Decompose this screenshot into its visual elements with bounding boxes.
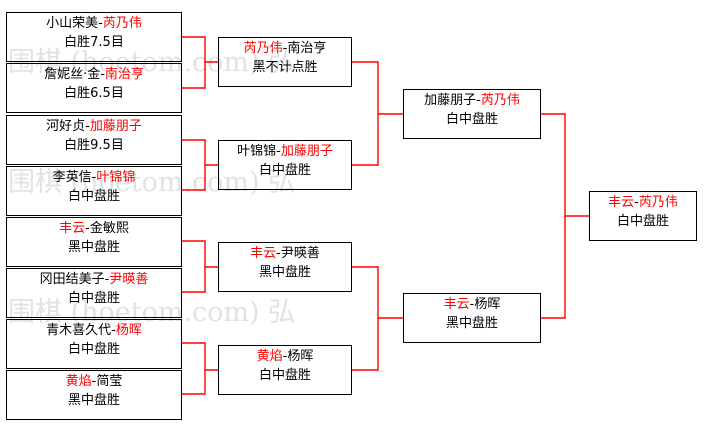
- match-result: 白中盘胜: [67, 188, 120, 204]
- match-node-r2m1[interactable]: 芮乃伟-南治亨 黑不计点胜: [218, 37, 352, 87]
- match-node-r1m3[interactable]: 河好贞-加藤朋子 白胜9.5目: [6, 115, 182, 165]
- player-winner: 叶锦锦: [96, 170, 136, 185]
- match-result: 白中盘胜: [258, 162, 311, 178]
- match-result: 黑中盘胜: [445, 315, 498, 331]
- player-winner: 杨晖: [115, 323, 142, 338]
- player-winner: 芮乃伟: [243, 41, 283, 56]
- player-loser: 詹妮丝·金-: [44, 67, 105, 82]
- player-winner: 黄焰: [256, 349, 283, 364]
- player-winner: 加藤朋子: [89, 119, 142, 134]
- match-node-r1m4[interactable]: 李英信-叶锦锦 白中盘胜: [6, 166, 182, 216]
- player-loser: 加藤朋子-: [424, 93, 481, 108]
- match-result: 白中盘胜: [67, 341, 120, 357]
- player-loser: 丰云: [608, 195, 635, 210]
- match-node-r1m6[interactable]: 冈田结美子-尹暎善 白中盘胜: [6, 268, 182, 318]
- match-result: 白胜7.5目: [64, 34, 124, 50]
- match-node-sf1[interactable]: 加藤朋子-芮乃伟 白中盘胜: [403, 89, 541, 139]
- match-result: 白中盘胜: [616, 213, 669, 229]
- match-node-r1m2[interactable]: 詹妮丝·金-南治亨 白胜6.5目: [6, 63, 182, 113]
- player-winner: 丰云: [250, 246, 277, 261]
- match-result: 黑中盘胜: [67, 392, 120, 408]
- match-node-r2m4[interactable]: 黄焰-杨晖 白中盘胜: [218, 345, 352, 395]
- match-result: 白中盘胜: [67, 290, 120, 306]
- match-result: 白中盘胜: [258, 367, 311, 383]
- match-node-r2m3[interactable]: 丰云-尹暎善 黑中盘胜: [218, 242, 352, 292]
- match-result: 黑不计点胜: [252, 59, 318, 75]
- separator: -: [634, 195, 639, 210]
- match-result: 白中盘胜: [445, 111, 498, 127]
- match-node-r1m5[interactable]: 丰云-金敏熙 黑中盘胜: [6, 217, 182, 267]
- player-loser: 叶锦锦-: [237, 144, 281, 159]
- match-node-r1m1[interactable]: 小山荣美-芮乃伟 白胜7.5目: [6, 12, 182, 62]
- match-node-sf2[interactable]: 丰云-杨晖 黑中盘胜: [403, 293, 541, 343]
- player-winner: 芮乃伟: [480, 93, 520, 108]
- player-loser: 小山荣美-: [46, 16, 103, 31]
- player-loser: 李英信-: [52, 170, 97, 185]
- player-winner: 尹暎善: [109, 272, 149, 287]
- player-winner: 南治亨: [104, 67, 144, 82]
- player-winner: 芮乃伟: [102, 16, 142, 31]
- match-result: 黑中盘胜: [67, 239, 120, 255]
- player-loser: 河好贞-: [46, 119, 90, 134]
- player-loser: -简莹: [91, 374, 123, 389]
- match-node-final[interactable]: 丰云-芮乃伟 白中盘胜: [589, 191, 697, 241]
- player-winner: 加藤朋子: [280, 144, 333, 159]
- match-node-r2m2[interactable]: 叶锦锦-加藤朋子 白中盘胜: [218, 140, 352, 190]
- player-winner: 丰云: [59, 221, 86, 236]
- player-loser: -杨晖: [282, 349, 314, 364]
- player-loser: -金敏熙: [85, 221, 129, 236]
- player-loser: 青木喜久代-: [46, 323, 116, 338]
- match-node-r1m8[interactable]: 黄焰-简莹 黑中盘胜: [6, 370, 182, 420]
- match-result: 白胜6.5目: [64, 85, 124, 101]
- match-node-r1m7[interactable]: 青木喜久代-杨晖 白中盘胜: [6, 319, 182, 369]
- player-winner: 芮乃伟: [638, 195, 678, 210]
- match-result: 黑中盘胜: [258, 264, 311, 280]
- player-winner: 黄焰: [65, 374, 92, 389]
- player-winner: 丰云: [443, 297, 470, 312]
- player-loser: -南治亨: [282, 41, 327, 56]
- player-loser: -杨晖: [469, 297, 501, 312]
- player-loser: 冈田结美子-: [39, 272, 110, 287]
- match-result: 白胜9.5目: [64, 137, 124, 153]
- player-loser: -尹暎善: [276, 246, 320, 261]
